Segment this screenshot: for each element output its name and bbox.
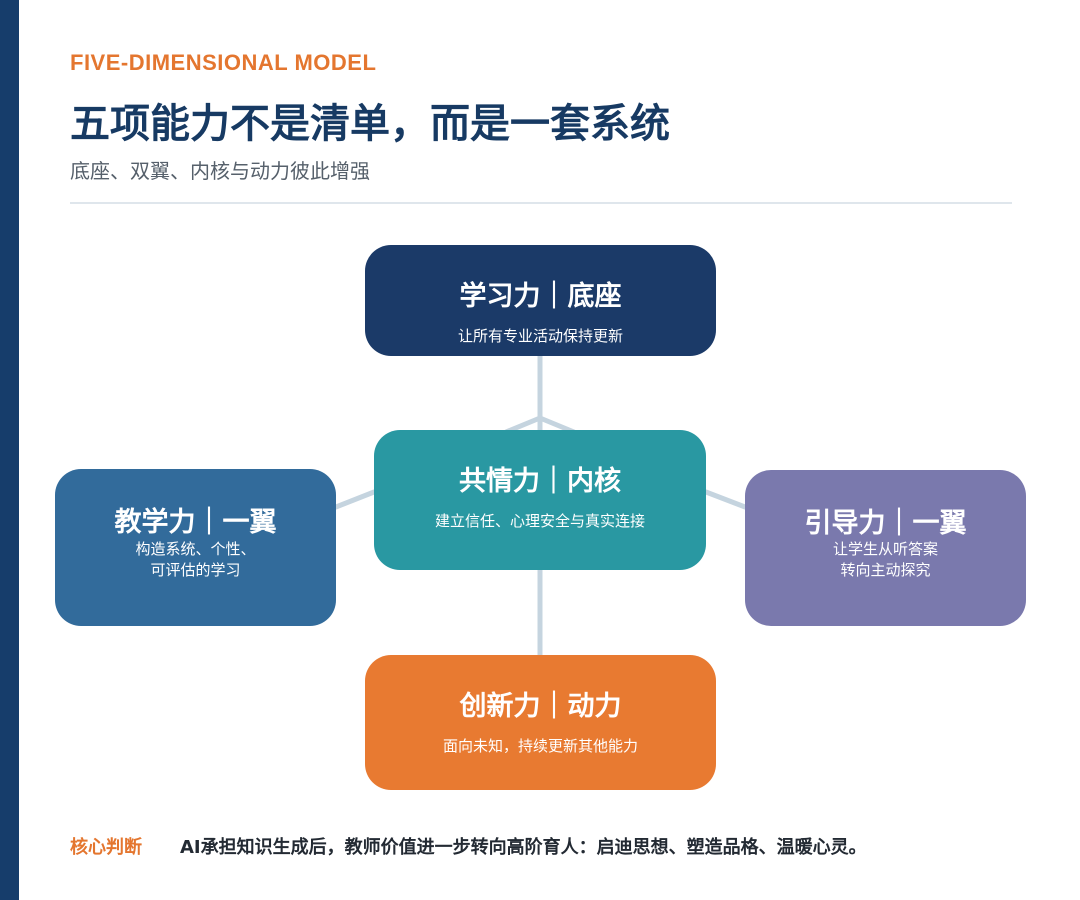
node-innovation-drive: 创新力｜动力 面向未知，持续更新其他能力 — [365, 655, 716, 790]
node-left-title: 教学力｜一翼 — [114, 507, 277, 538]
node-bottom-desc: 面向未知，持续更新其他能力 — [442, 737, 638, 755]
header-divider — [70, 202, 1012, 204]
connector-left — [333, 489, 377, 510]
node-guidance-wing: 引导力｜一翼 让学生从听答案 转向主动探究 — [745, 470, 1026, 626]
node-right-desc: 让学生从听答案 转向主动探究 — [832, 540, 938, 579]
connector-top-chevron — [503, 415, 577, 435]
core-judgment-row: 核心判断 AI承担知识生成后，教师价值进一步转向高阶育人：启迪思想、塑造品格、温… — [70, 833, 1050, 863]
core-judgment-label: 核心判断 — [70, 837, 142, 858]
connector-right — [703, 489, 748, 510]
page-title: 五项能力不是清单，而是一套系统 — [70, 101, 670, 147]
section-eyebrow: FIVE-DIMENSIONAL MODEL — [70, 50, 377, 75]
node-learning-base: 学习力｜底座 让所有专业活动保持更新 — [365, 245, 716, 356]
node-top-title: 学习力｜底座 — [459, 281, 622, 312]
node-center-desc: 建立信任、心理安全与真实连接 — [434, 512, 645, 530]
page-subtitle: 底座、双翼、内核与动力彼此增强 — [70, 159, 370, 183]
node-empathy-core: 共情力｜内核 建立信任、心理安全与真实连接 — [374, 430, 706, 570]
node-left-desc: 构造系统、个性、 可评估的学习 — [135, 540, 256, 579]
node-top-desc: 让所有专业活动保持更新 — [457, 327, 623, 345]
node-right-title: 引导力｜一翼 — [804, 508, 967, 539]
left-accent-bar — [0, 0, 19, 900]
node-teaching-wing: 教学力｜一翼 构造系统、个性、 可评估的学习 — [55, 469, 336, 626]
core-judgment-text: AI承担知识生成后，教师价值进一步转向高阶育人：启迪思想、塑造品格、温暖心灵。 — [180, 837, 867, 858]
node-bottom-title: 创新力｜动力 — [459, 691, 622, 722]
node-center-title: 共情力｜内核 — [459, 466, 621, 497]
